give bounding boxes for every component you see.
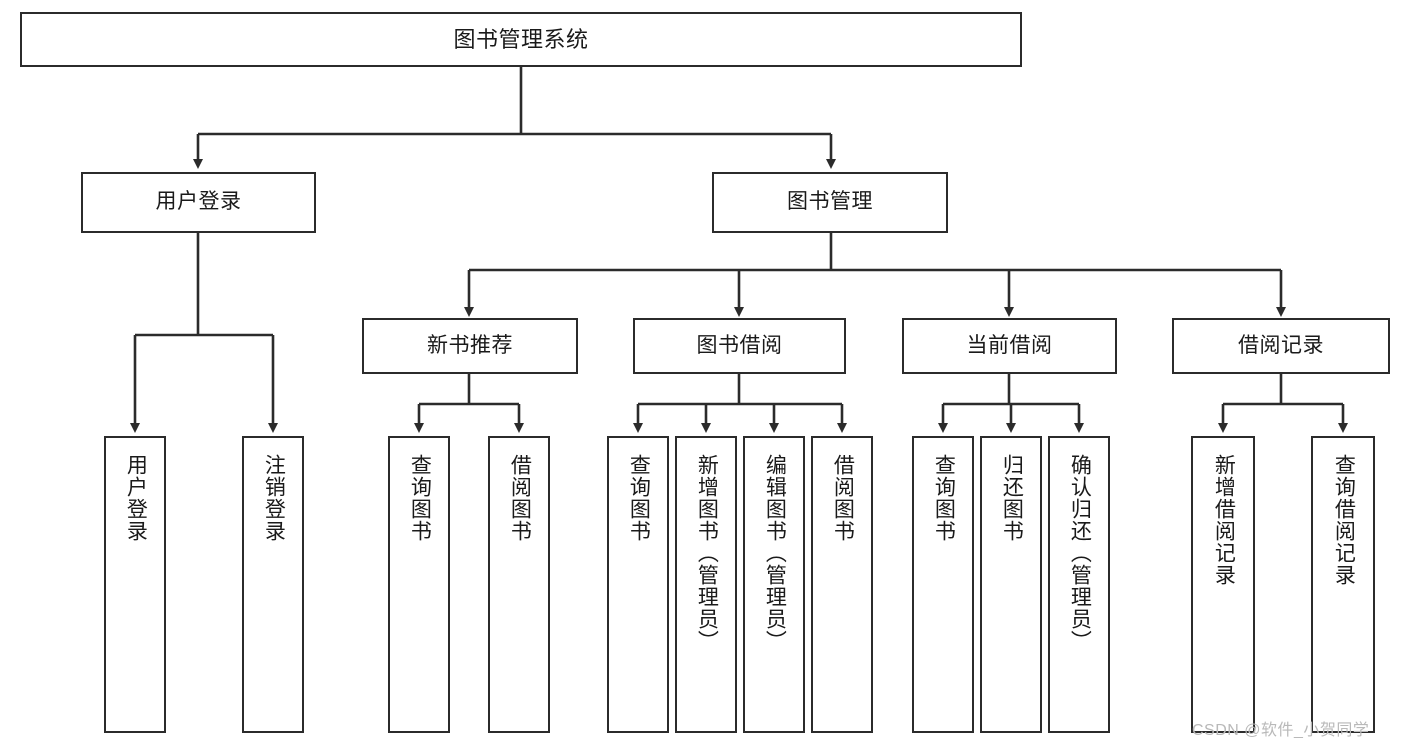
node-label: 图书借阅 bbox=[696, 333, 783, 357]
node-label: 注销登录 bbox=[262, 454, 286, 542]
node-leaf-add-borrow-record[interactable]: 新增借阅记录 bbox=[1191, 436, 1255, 733]
node-leaf-query-book-borrow[interactable]: 查询图书 bbox=[607, 436, 669, 733]
csdn-watermark: CSDN @软件_小贺同学 bbox=[1192, 722, 1370, 739]
node-leaf-query-borrow-record[interactable]: 查询借阅记录 bbox=[1311, 436, 1375, 733]
node-leaf-confirm-return-admin[interactable]: 确认归还（管理员） bbox=[1048, 436, 1110, 733]
node-leaf-query-book-recommend[interactable]: 查询图书 bbox=[388, 436, 450, 733]
node-label: 新增图书（管理员） bbox=[695, 454, 719, 652]
node-label: 图书管理系统 bbox=[453, 26, 589, 52]
node-leaf-edit-book-admin[interactable]: 编辑图书（管理员） bbox=[743, 436, 805, 733]
node-label: 图书管理 bbox=[787, 190, 873, 214]
node-leaf-return-book[interactable]: 归还图书 bbox=[980, 436, 1042, 733]
node-book-management[interactable]: 图书管理 bbox=[712, 172, 948, 233]
node-label: 当前借阅 bbox=[966, 333, 1053, 357]
node-label: 归还图书 bbox=[1000, 454, 1024, 542]
node-new-book-recommend[interactable]: 新书推荐 bbox=[362, 318, 578, 374]
node-leaf-user-login[interactable]: 用户登录 bbox=[104, 436, 166, 733]
node-root-book-management-system[interactable]: 图书管理系统 bbox=[20, 12, 1022, 67]
node-label: 借阅记录 bbox=[1238, 333, 1324, 357]
node-label: 查询图书 bbox=[932, 454, 956, 542]
node-label: 查询借阅记录 bbox=[1332, 454, 1356, 586]
node-leaf-query-book-current[interactable]: 查询图书 bbox=[912, 436, 974, 733]
node-label: 用户登录 bbox=[124, 454, 148, 542]
node-label: 编辑图书（管理员） bbox=[763, 454, 787, 652]
node-leaf-borrow-book[interactable]: 借阅图书 bbox=[811, 436, 873, 733]
node-label: 新书推荐 bbox=[427, 333, 513, 357]
node-label: 确认归还（管理员） bbox=[1068, 454, 1092, 652]
node-label: 用户登录 bbox=[155, 190, 242, 214]
node-label: 借阅图书 bbox=[831, 454, 855, 542]
node-leaf-logout[interactable]: 注销登录 bbox=[242, 436, 304, 733]
node-borrow-record[interactable]: 借阅记录 bbox=[1172, 318, 1390, 374]
node-leaf-borrow-book-recommend[interactable]: 借阅图书 bbox=[488, 436, 550, 733]
node-current-borrow[interactable]: 当前借阅 bbox=[902, 318, 1117, 374]
node-user-login[interactable]: 用户登录 bbox=[81, 172, 316, 233]
node-label: 新增借阅记录 bbox=[1212, 454, 1236, 586]
node-label: 查询图书 bbox=[408, 454, 432, 542]
node-label: 借阅图书 bbox=[508, 454, 532, 542]
node-book-borrow[interactable]: 图书借阅 bbox=[633, 318, 846, 374]
node-label: 查询图书 bbox=[627, 454, 651, 542]
node-leaf-add-book-admin[interactable]: 新增图书（管理员） bbox=[675, 436, 737, 733]
